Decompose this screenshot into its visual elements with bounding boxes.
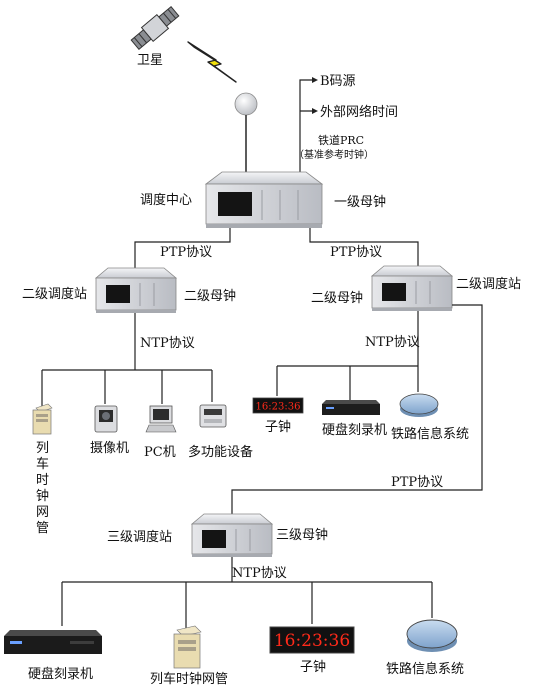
sub-clock-label-bottom: 子钟 xyxy=(300,659,326,675)
pc-icon xyxy=(145,405,177,433)
external-net-time-label: 外部网络时间 xyxy=(320,104,398,120)
bottom-ntp-bus xyxy=(61,557,433,628)
server-tower-icon xyxy=(32,403,53,435)
server-tower-icon-bottom xyxy=(173,625,202,669)
ntp-label-bottom: NTP协议 xyxy=(232,566,287,581)
svg-text:时: 时 xyxy=(36,473,49,488)
dvr-icon xyxy=(322,400,380,415)
satellite-label: 卫星 xyxy=(137,53,163,68)
railway-info-system-icon-bottom xyxy=(406,619,458,652)
ptp-link-right xyxy=(309,228,419,268)
camera-label: 摄像机 xyxy=(90,441,129,456)
ptp-label-left: PTP协议 xyxy=(160,245,212,260)
ptp-link-left xyxy=(134,228,231,268)
left-train-clock-mgmt-label: 列 车 时 钟 网 管 xyxy=(36,441,49,536)
right-station-label: 二级调度站 xyxy=(456,276,521,292)
tertiary-clock-server xyxy=(190,513,274,557)
ntp-label-left: NTP协议 xyxy=(140,336,195,351)
svg-text:钟: 钟 xyxy=(36,488,49,504)
right-ntp-bus xyxy=(276,311,419,400)
prc-subtitle: （基准参考时钟） xyxy=(294,148,374,161)
prc-title: 铁道PRC xyxy=(318,133,364,147)
dvr-label-right: 硬盘刻录机 xyxy=(322,422,387,438)
source-connector xyxy=(299,79,312,176)
sub-clock-label: 子钟 xyxy=(265,419,291,435)
railway-info-system-icon xyxy=(399,393,439,417)
left-station-label: 二级调度站 xyxy=(22,286,87,302)
svg-text:车: 车 xyxy=(36,456,49,472)
b-code-source-label: B码源 xyxy=(320,74,356,89)
third-station-label: 三级调度站 xyxy=(107,529,172,545)
train-clock-mgmt-label-bottom: 列车时钟网管 xyxy=(150,671,228,687)
gps-antenna-icon xyxy=(234,92,258,172)
left-ntp-bus xyxy=(41,313,213,406)
sub-clock-device: 16:23:36 xyxy=(252,397,304,414)
sub-clock-readout-bottom: 16:23:36 xyxy=(274,631,350,651)
ptp-label-third: PTP协议 xyxy=(391,475,443,490)
primary-master-clock-label: 一级母钟 xyxy=(334,194,386,210)
railway-info-label-bottom: 铁路信息系统 xyxy=(386,661,464,677)
lightning-icon xyxy=(187,41,237,83)
right-master-clock-label: 二级母钟 xyxy=(311,290,363,306)
svg-text:管: 管 xyxy=(36,521,49,536)
ntp-label-right: NTP协议 xyxy=(365,335,420,350)
satellite-icon xyxy=(130,5,180,51)
left-master-clock-label: 二级母钟 xyxy=(184,288,236,304)
dispatch-center-label: 调度中心 xyxy=(140,192,192,208)
railway-info-label-right: 铁路信息系统 xyxy=(391,426,469,442)
multifunction-device-icon xyxy=(199,404,227,428)
pc-label: PC机 xyxy=(144,445,176,460)
ptp-label-right: PTP协议 xyxy=(330,245,382,260)
ptp-link-third xyxy=(231,304,483,514)
left-secondary-clock-server xyxy=(94,267,178,313)
svg-text:网: 网 xyxy=(36,505,49,520)
primary-master-clock-server xyxy=(204,171,324,228)
multifunction-label: 多功能设备 xyxy=(188,444,253,460)
camera-icon xyxy=(94,405,118,433)
third-master-clock-label: 三级母钟 xyxy=(276,527,328,543)
svg-text:列: 列 xyxy=(36,441,49,456)
dvr-icon-bottom xyxy=(4,630,102,654)
sub-clock-device-bottom: 16:23:36 xyxy=(269,626,355,654)
sub-clock-readout: 16:23:36 xyxy=(256,402,301,413)
right-secondary-clock-server xyxy=(370,265,454,311)
dvr-label-bottom: 硬盘刻录机 xyxy=(28,666,93,682)
